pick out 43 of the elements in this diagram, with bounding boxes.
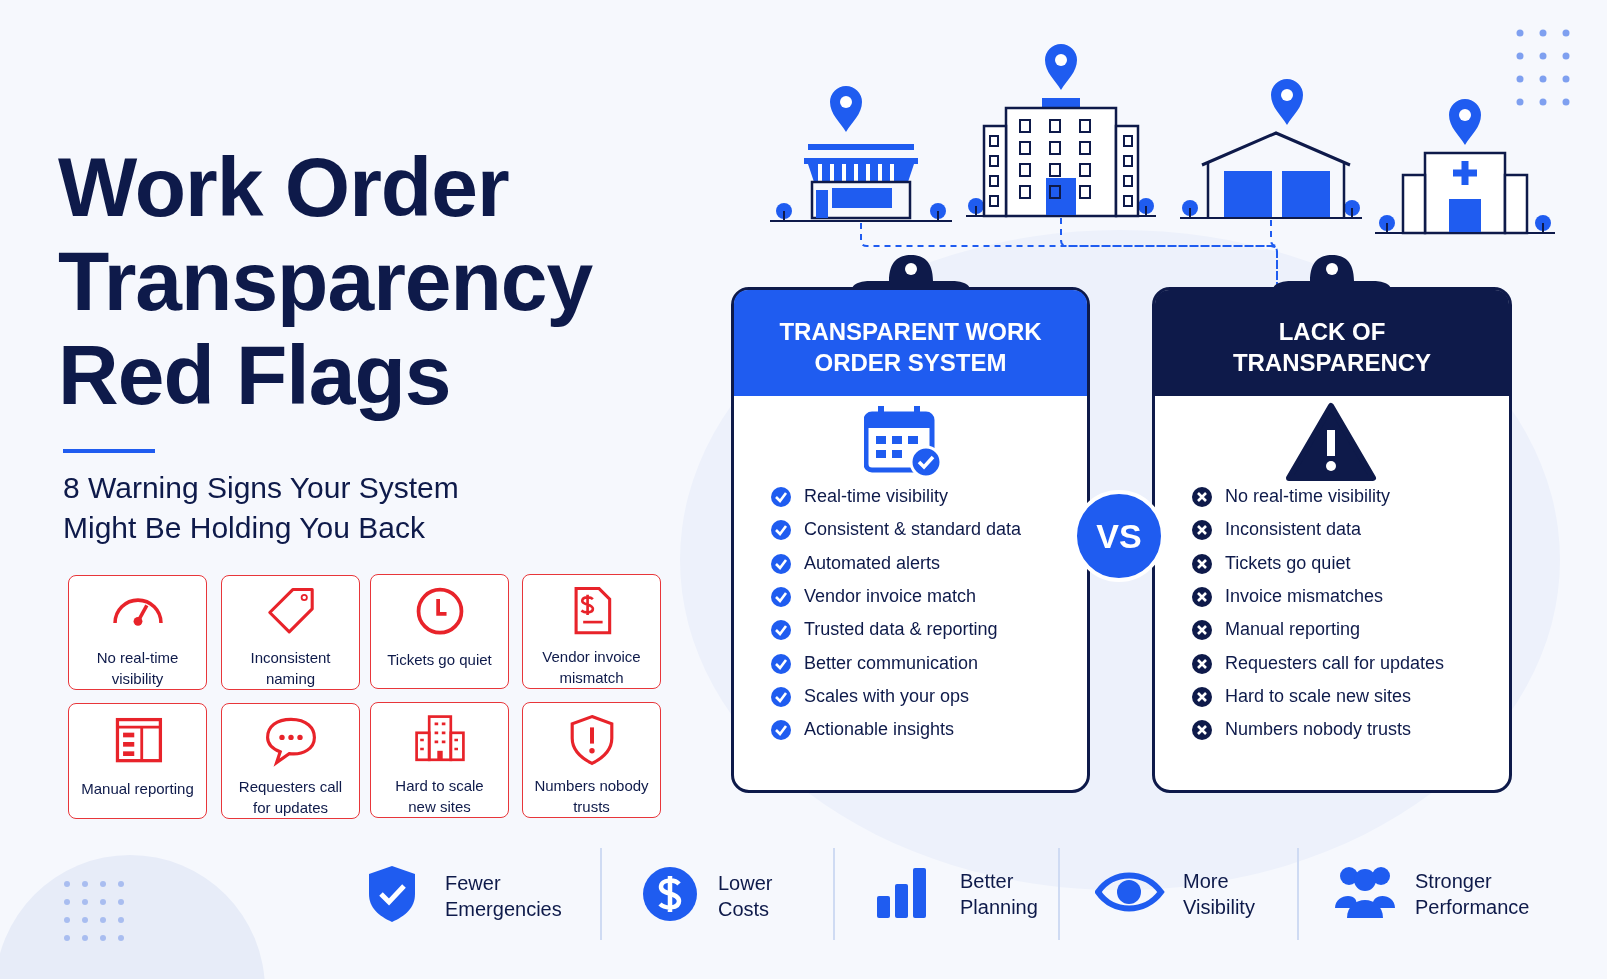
benefit-label: Lower Costs	[718, 871, 773, 922]
card-label: Requesters call for updates	[237, 777, 344, 818]
subtitle: 8 Warning Signs Your System Might Be Holding You Back	[63, 470, 460, 546]
list-item: Inconsistent data	[1225, 519, 1362, 541]
list-item: Actionable insights	[804, 719, 955, 741]
warning-card	[522, 702, 661, 818]
list-item: Automated alerts	[804, 552, 941, 574]
list-item: Better communication	[804, 652, 979, 674]
panel-heading: LACK OF TRANSPARENCY	[1155, 290, 1509, 396]
list-item: Trusted data & reporting	[804, 619, 998, 641]
list-item: Manual reporting	[1225, 619, 1361, 641]
warning-card	[68, 575, 207, 690]
list-item: No real-time visibility	[1225, 486, 1391, 507]
list-item: Tickets go quiet	[1225, 552, 1351, 574]
list-item: Real-time visibility	[804, 486, 949, 507]
warning-card	[221, 575, 360, 690]
card-label: Numbers nobody trusts	[533, 776, 650, 817]
card-label: Tickets go quiet	[387, 650, 492, 670]
card-label: Manual reporting	[81, 779, 194, 799]
benefit-label: Fewer Emergencies	[445, 871, 562, 922]
list-item: Vendor invoice match	[804, 585, 977, 607]
benefit-label: Stronger Performance	[1415, 869, 1530, 920]
card-label: Inconsistent naming	[249, 648, 332, 689]
list-item: Numbers nobody trusts	[1225, 719, 1412, 741]
list-item: Scales with your ops	[804, 685, 970, 707]
list-item: Invoice mismatches	[1225, 585, 1384, 607]
warning-card	[522, 574, 661, 689]
list-item: Hard to scale new sites	[1225, 685, 1412, 707]
panel-heading: TRANSPARENT WORK ORDER SYSTEM	[734, 290, 1087, 396]
warning-card	[68, 703, 207, 819]
card-label: No real-time visibility	[95, 648, 180, 689]
warning-card	[370, 574, 509, 689]
warning-card	[221, 703, 360, 819]
list-item: Requesters call for updates	[1225, 652, 1445, 674]
benefit-label: Better Planning	[960, 869, 1038, 920]
clipboard-panel	[1152, 287, 1512, 793]
title: Work Order Transparency Red Flags	[58, 140, 594, 422]
warning-card	[370, 702, 509, 818]
list-item: Consistent & standard data	[804, 519, 1022, 541]
benefit-label: More Visibility	[1183, 869, 1255, 920]
card-label: Hard to scale new sites	[394, 776, 485, 817]
card-label: Vendor invoice mismatch	[541, 647, 642, 688]
clipboard-panel	[731, 287, 1090, 793]
